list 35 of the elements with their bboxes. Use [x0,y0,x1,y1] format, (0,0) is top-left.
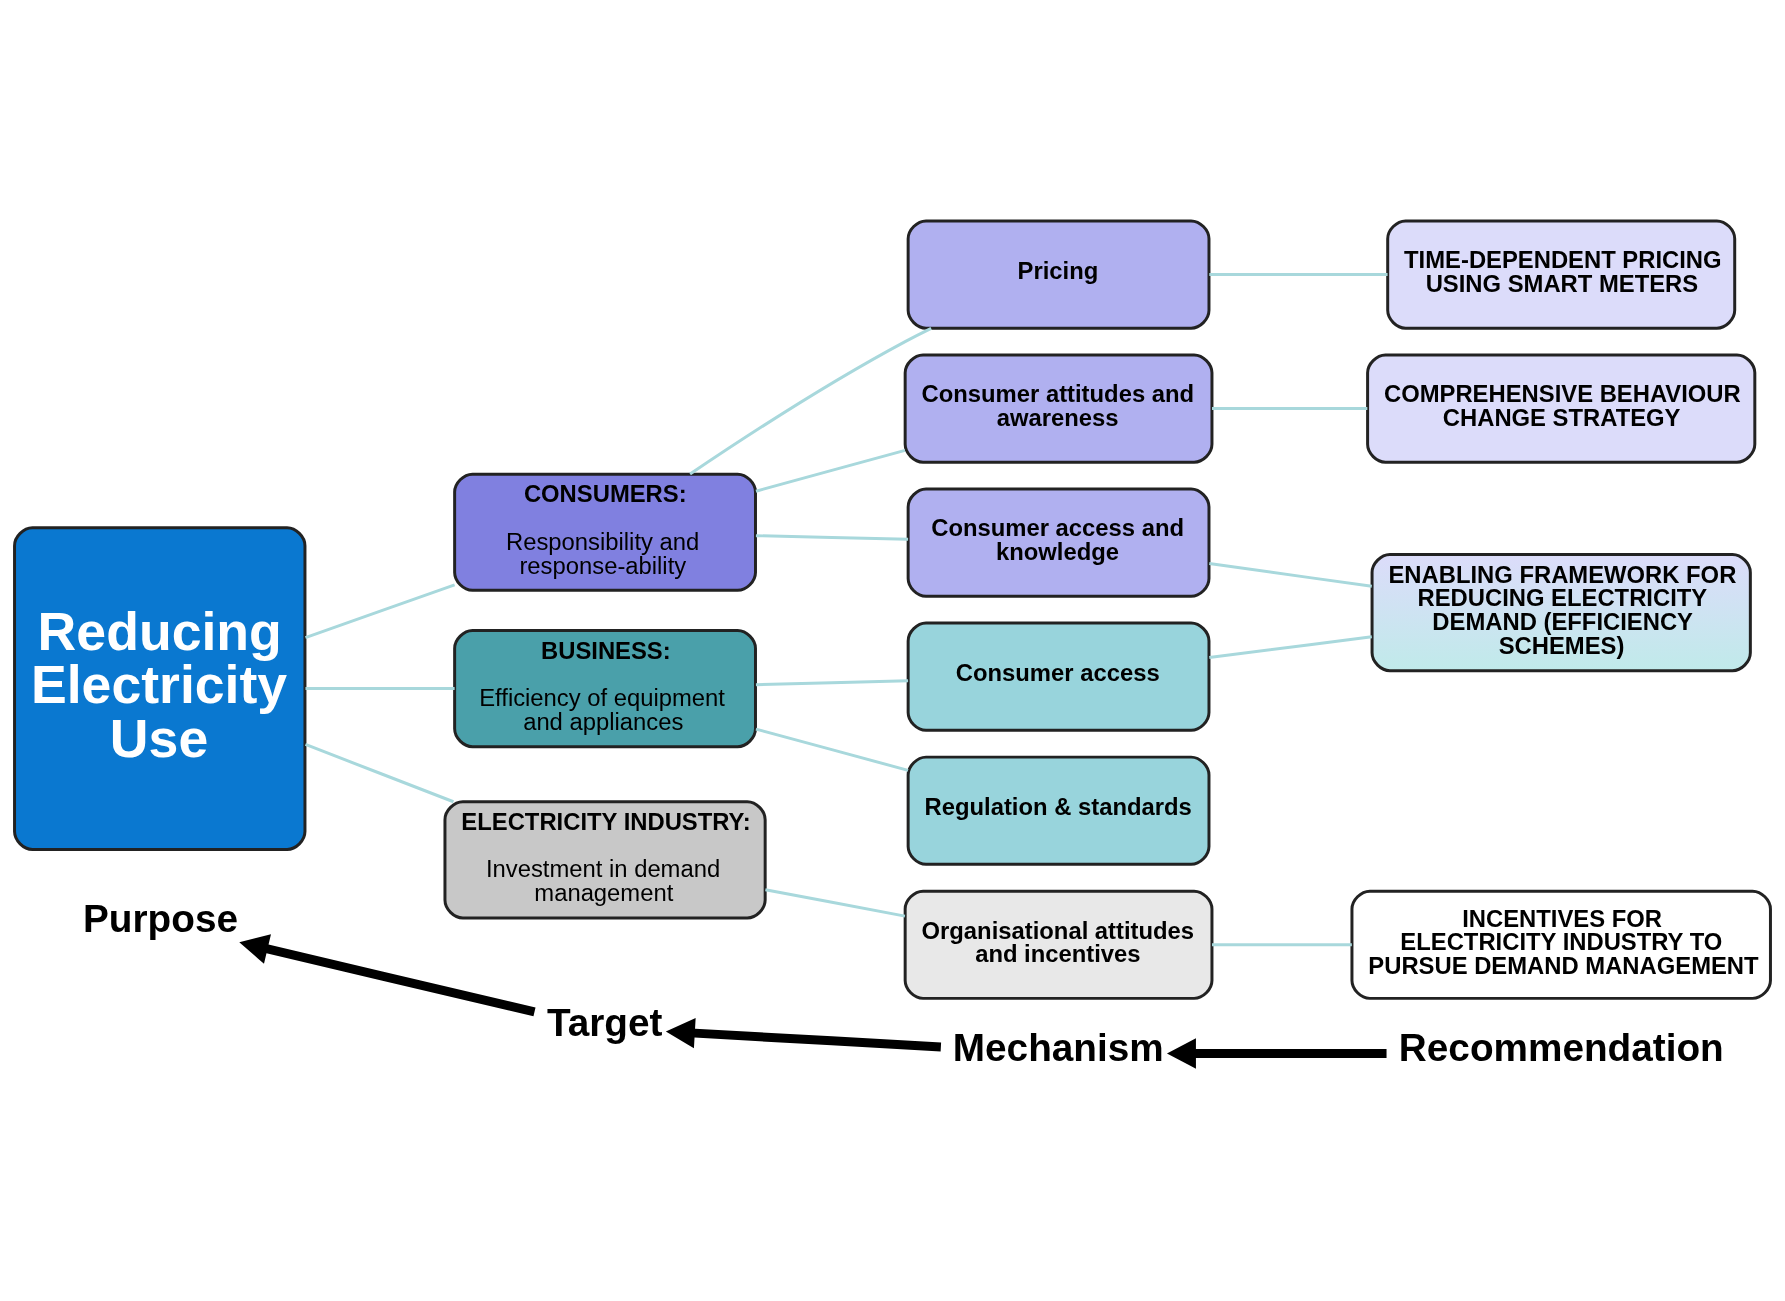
node-box: ELECTRICITY INDUSTRY: Investment in demand management [443,799,767,919]
connector [1212,406,1368,410]
node-box: Consumer access [906,621,1211,732]
node-box: Reducing Electricity Use [13,525,307,851]
node-box: BUSINESS: Efficiency of equipment and appliances [453,628,757,748]
node-box: TIME-DEPENDENT PRICING USING SMART METERS [1386,218,1737,330]
connector [755,678,909,686]
node-box: Organisational attitudes and incentives [903,889,1214,1000]
node-box: Consumer attitudes and awareness [903,353,1214,464]
node-box: COMPREHENSIVE BEHAVIOUR CHANGE STRATEGY [1366,353,1757,464]
connector [1209,561,1372,588]
node-box: Consumer access and knowledge [906,487,1211,598]
connector [1209,634,1372,659]
node-text: Purpose [83,896,238,940]
node-box: CONSUMERS: Responsibility and response-ability [453,472,757,592]
node-box: Pricing [906,218,1211,330]
node-box: INCENTIVES FOR ELECTRICITY INDUSTRY TO PURSUE DEMAND MANAGEMENT [1350,889,1772,1000]
connector [304,583,456,639]
connector [689,326,932,475]
node-text: Target [546,1000,663,1044]
connector [755,727,909,772]
node-text: Recommendation [1398,1025,1724,1069]
connector [1209,272,1388,276]
connector [755,448,906,493]
node-box: Regulation & standards [906,755,1211,866]
arrow [239,933,536,1016]
arrow [1166,1037,1387,1069]
arrow [665,1017,942,1051]
connector [1212,942,1352,946]
connector [305,686,455,690]
node-text: Mechanism [952,1025,1164,1069]
connector [755,533,909,541]
connector [304,742,454,803]
connector [765,887,906,918]
node-box: ENABLING FRAMEWORK FOR REDUCING ELECTRICITY DEMAND (EFFICIENCY SCHEMES) [1370,552,1752,672]
